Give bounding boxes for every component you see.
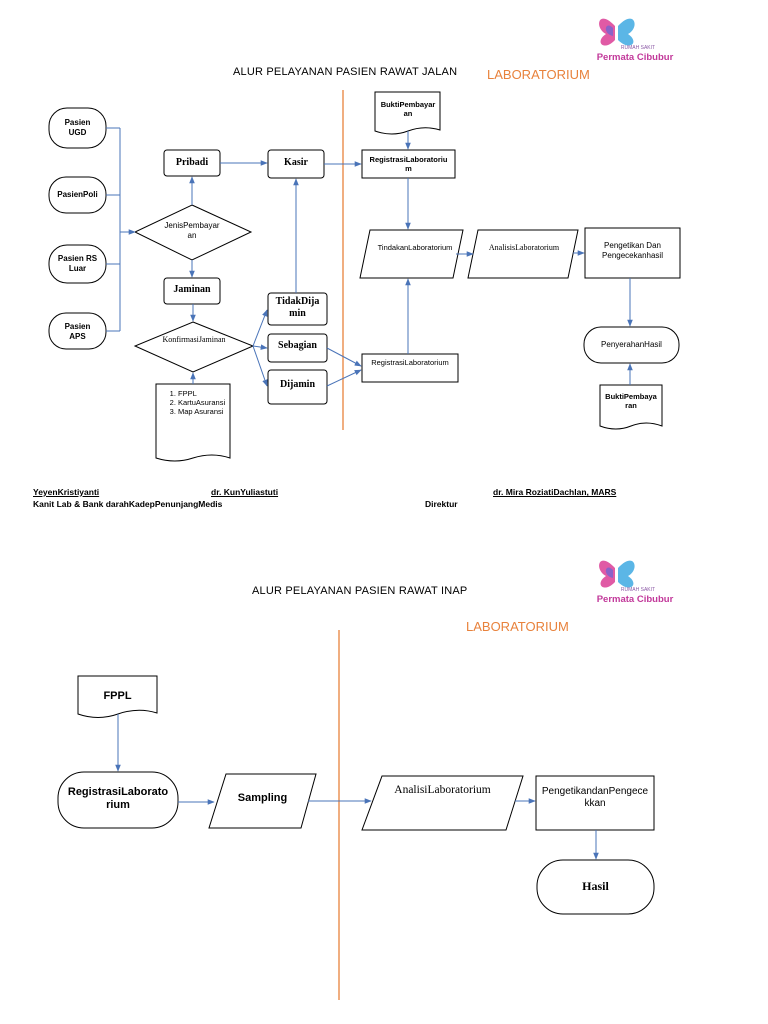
- logo-brand-text: Permata Cibubur: [596, 52, 674, 63]
- document-list-item: Map Asuransi: [178, 407, 244, 416]
- registrasi-lab-bottom-box: [361, 353, 459, 383]
- jaminan-box: [163, 277, 221, 305]
- document-list: FPPL KartuAsuransi Map Asuransi: [160, 389, 244, 416]
- bukti-pembayaran-top-label: BuktiPembayaran: [380, 100, 436, 118]
- pribadi-label: Pribadi: [175, 157, 209, 168]
- analisi-lab-label: AnalisiLaboratorium: [394, 784, 491, 796]
- logo-butterfly-icon: [599, 560, 635, 588]
- analisis-lab-parallelogram: [467, 229, 579, 279]
- document-list-item: KartuAsuransi: [178, 398, 244, 407]
- document-list-shape: [155, 383, 231, 462]
- logo-brand-text: Permata Cibubur: [596, 594, 674, 605]
- hasil-terminator: [536, 859, 655, 915]
- hasil-label: Hasil: [582, 879, 609, 893]
- fppl-document: [77, 675, 158, 718]
- page1-lab-heading: LABORATORIUM: [487, 67, 590, 82]
- penyerahan-hasil-terminator: [583, 326, 680, 364]
- analisis-lab-label: AnalisisLaboratorium: [488, 243, 560, 252]
- registrasi-lab-bottom-label: RegistrasiLaboratorium: [371, 358, 449, 367]
- document-list-item: FPPL: [178, 389, 244, 398]
- kasir-label: Kasir: [284, 157, 308, 168]
- registrasi-lab-top-label: RegistrasiLaboratorium: [369, 155, 448, 173]
- tidak-dijamin-box: [267, 292, 328, 326]
- bukti-pembayaran-bottom-document: [599, 384, 663, 430]
- pasien-rs-luar-label: Pasien RS Luar: [57, 254, 98, 273]
- dijamin-box: [267, 369, 328, 405]
- pengetikan-label: Pengetikan Dan Pengecekanhasil: [602, 241, 663, 260]
- signature-name-2: dr. KunYuliastuti: [211, 487, 279, 497]
- penyerahan-hasil-label: PenyerahanHasil: [601, 340, 662, 349]
- sampling-label: Sampling: [237, 792, 288, 804]
- bukti-pembayaran-bottom-label: BuktiPembayaran: [605, 392, 657, 410]
- sampling-parallelogram: [208, 773, 317, 829]
- signature-name-3: dr. Mira RoziatiDachlan, MARS: [493, 487, 617, 497]
- page2-title: ALUR PELAYANAN PASIEN RAWAT INAP: [252, 585, 468, 597]
- tindakan-lab-parallelogram: [359, 229, 464, 279]
- registrasi-lab-top-box: [361, 149, 456, 179]
- page1-title: ALUR PELAYANAN PASIEN RAWAT JALAN: [233, 66, 458, 78]
- signature-role-3: Direktur: [425, 499, 458, 509]
- registrasi-lab-label: RegistrasiLaboratorium: [67, 786, 169, 812]
- pasien-aps-label: Pasien APS: [64, 322, 91, 341]
- pasien-ugd-label: Pasien UGD: [64, 118, 91, 137]
- pasien-poli-label: PasienPoli: [57, 190, 98, 199]
- pengetikan-box: [584, 227, 681, 279]
- konfirmasi-jaminan-decision: [133, 321, 255, 373]
- pengetikan-box: [535, 775, 655, 831]
- page2-lab-heading: LABORATORIUM: [466, 619, 569, 634]
- logo-small-text: RUMAH SAKIT: [620, 587, 656, 593]
- logo-butterfly-icon: [599, 18, 635, 46]
- jenis-pembayaran-label: JenisPembayaran: [164, 221, 220, 240]
- dijamin-label: Dijamin: [280, 379, 315, 390]
- pengetikan-label: PengetikandanPengecekkan: [541, 786, 649, 809]
- connector-lines: [106, 127, 633, 860]
- signature-role-line: Kanit Lab & Bank darahKadepPenunjangMedi…: [33, 499, 223, 509]
- bukti-pembayaran-top-document: [374, 91, 441, 135]
- sebagian-label: Sebagian: [278, 340, 317, 351]
- signature-name-1: YeyenKristiyanti: [33, 487, 100, 497]
- jaminan-label: Jaminan: [173, 284, 211, 295]
- tidak-dijamin-label: TidakDijamin: [275, 296, 320, 319]
- tindakan-lab-label: TindakanLaboratorium: [377, 243, 453, 252]
- konfirmasi-jaminan-label: KonfirmasiJaminan: [162, 335, 226, 344]
- analisi-lab-parallelogram: [361, 775, 524, 831]
- registrasi-lab-terminator: [57, 771, 179, 829]
- logo-small-text: RUMAH SAKIT: [620, 45, 656, 51]
- fppl-label: FPPL: [103, 690, 132, 702]
